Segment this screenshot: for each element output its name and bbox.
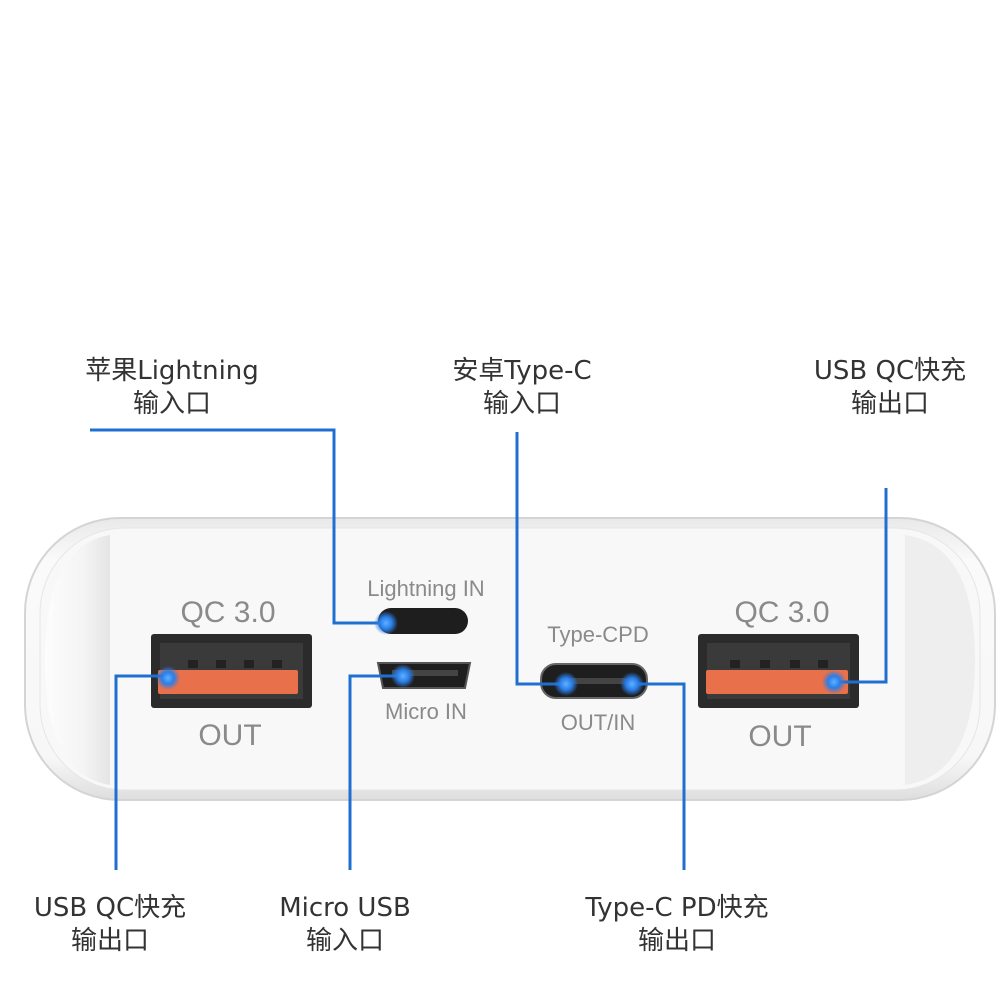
leader-micro — [348, 674, 403, 870]
leader-lines — [90, 428, 888, 870]
power-bank-body — [24, 517, 996, 801]
callout-usb-qc-left: USB QC快充 输出口 — [10, 892, 210, 958]
callout-micro-line2: 输入口 — [305, 926, 384, 956]
callout-typec-in-line1: 安卓Type-C — [452, 356, 592, 386]
callout-lightning-input: 苹果Lightning 输入口 — [72, 355, 272, 421]
micro-label: Micro IN — [385, 699, 467, 724]
callout-usb-qc-left-line2: 输出口 — [70, 926, 149, 956]
left-port-top-label: QC 3.0 — [180, 596, 275, 629]
right-port-bottom-label: OUT — [748, 720, 811, 753]
leader-typec-out — [632, 682, 686, 870]
callout-usb-qc-right-line1: USB QC快充 — [813, 356, 967, 386]
callout-micro-usb: Micro USB 输入口 — [245, 892, 445, 958]
leader-lightning — [90, 428, 386, 625]
left-port-bottom-label: OUT — [198, 719, 261, 752]
right-port-top-label: QC 3.0 — [734, 596, 829, 629]
callout-usb-qc-right: USB QC快充 输出口 — [790, 355, 990, 421]
callout-typec-in-line2: 输入口 — [482, 389, 561, 419]
lightning-label: Lightning IN — [367, 576, 484, 601]
callout-lightning-line2: 输入口 — [132, 389, 211, 419]
callout-typec-pd-line1: Type-C PD快充 — [585, 893, 769, 923]
callout-usb-qc-right-line2: 输出口 — [850, 389, 929, 419]
left-usb-port — [151, 634, 312, 708]
callout-usb-qc-left-line1: USB QC快充 — [33, 893, 187, 923]
callout-typec-input: 安卓Type-C 输入口 — [422, 355, 622, 421]
typec-top-label: Type-CPD — [547, 622, 648, 647]
leader-right-usb — [834, 488, 888, 684]
callout-typec-pd: Type-C PD快充 输出口 — [567, 892, 787, 958]
leader-left-usb — [114, 674, 168, 870]
leader-typec-in — [515, 432, 566, 686]
callout-typec-pd-line2: 输出口 — [637, 926, 716, 956]
typec-bottom-label: OUT/IN — [561, 710, 636, 735]
callout-lightning-line1: 苹果Lightning — [85, 356, 259, 386]
indicator-dots — [156, 611, 846, 696]
lightning-port — [378, 608, 468, 634]
callout-micro-line1: Micro USB — [279, 893, 411, 923]
